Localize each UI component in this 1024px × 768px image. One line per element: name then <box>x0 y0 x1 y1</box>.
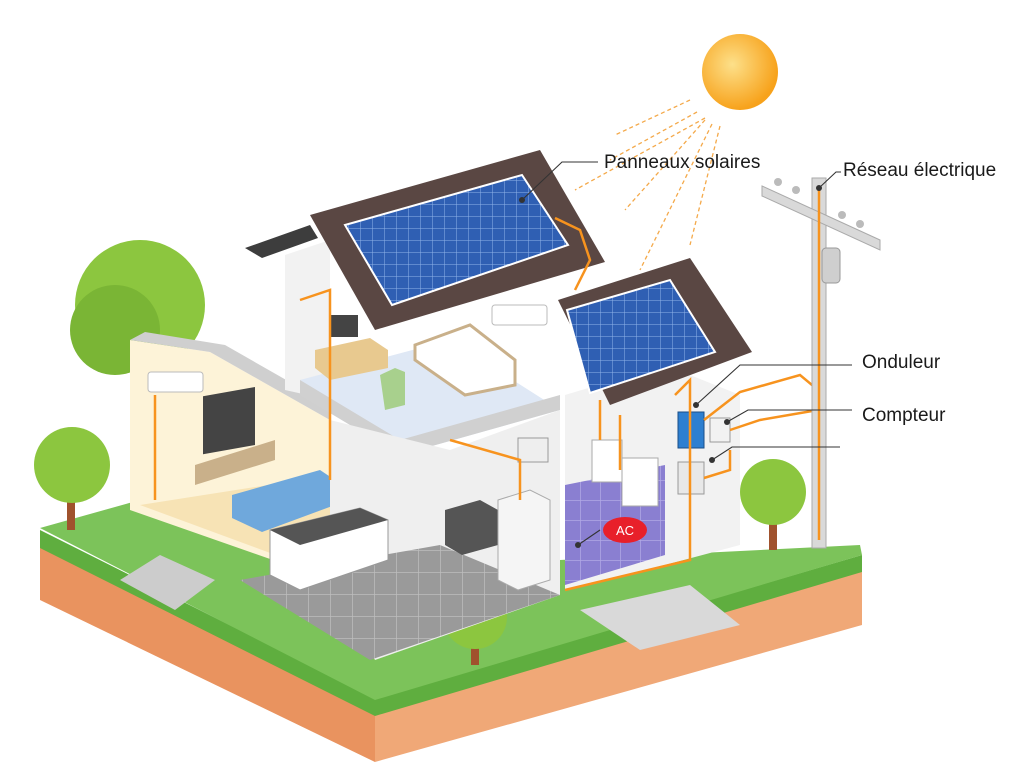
sofa <box>232 470 335 532</box>
air-conditioner-upper <box>491 304 548 326</box>
stove <box>445 500 498 555</box>
callout-inverter: Onduleur <box>693 352 941 408</box>
label-meter: Compteur <box>862 405 946 426</box>
label-grid: Réseau électrique <box>843 160 996 181</box>
tree-left <box>34 427 110 530</box>
air-conditioner <box>147 371 204 393</box>
living-room <box>130 332 450 580</box>
label-inverter: Onduleur <box>862 352 941 373</box>
chair <box>380 368 405 410</box>
main-roof <box>245 150 605 330</box>
bed <box>413 323 517 397</box>
tv-cabinet <box>195 440 275 485</box>
callout-breaker <box>709 446 840 463</box>
washing-machine <box>591 439 623 483</box>
annex-roof <box>558 258 752 405</box>
soil-left-face <box>40 540 375 762</box>
desk <box>315 338 388 380</box>
solar-panels-main <box>343 173 570 307</box>
sidewalk <box>580 585 740 650</box>
tv <box>203 387 255 455</box>
callout-meter: Compteur <box>724 405 946 426</box>
tree-right <box>740 459 806 550</box>
kitchen <box>120 410 560 660</box>
callout-solar-panels: Panneaux solaires <box>519 152 760 203</box>
stairs <box>120 555 215 610</box>
electrical-wiring <box>153 216 819 592</box>
sun <box>574 34 778 271</box>
grass-edge <box>40 530 862 716</box>
callout-grid: Réseau électrique <box>816 160 996 191</box>
soil-right-face <box>375 565 862 762</box>
fridge <box>497 489 551 591</box>
dryer <box>621 457 659 507</box>
bedroom <box>285 240 560 455</box>
electrical-panel <box>517 437 549 463</box>
label-solar-panels: Panneaux solaires <box>604 152 760 173</box>
computer-monitor <box>330 315 358 337</box>
ac-badge-label: AC <box>616 523 634 538</box>
solar-panels-annex <box>565 278 717 395</box>
ac-badge: AC <box>575 517 647 548</box>
